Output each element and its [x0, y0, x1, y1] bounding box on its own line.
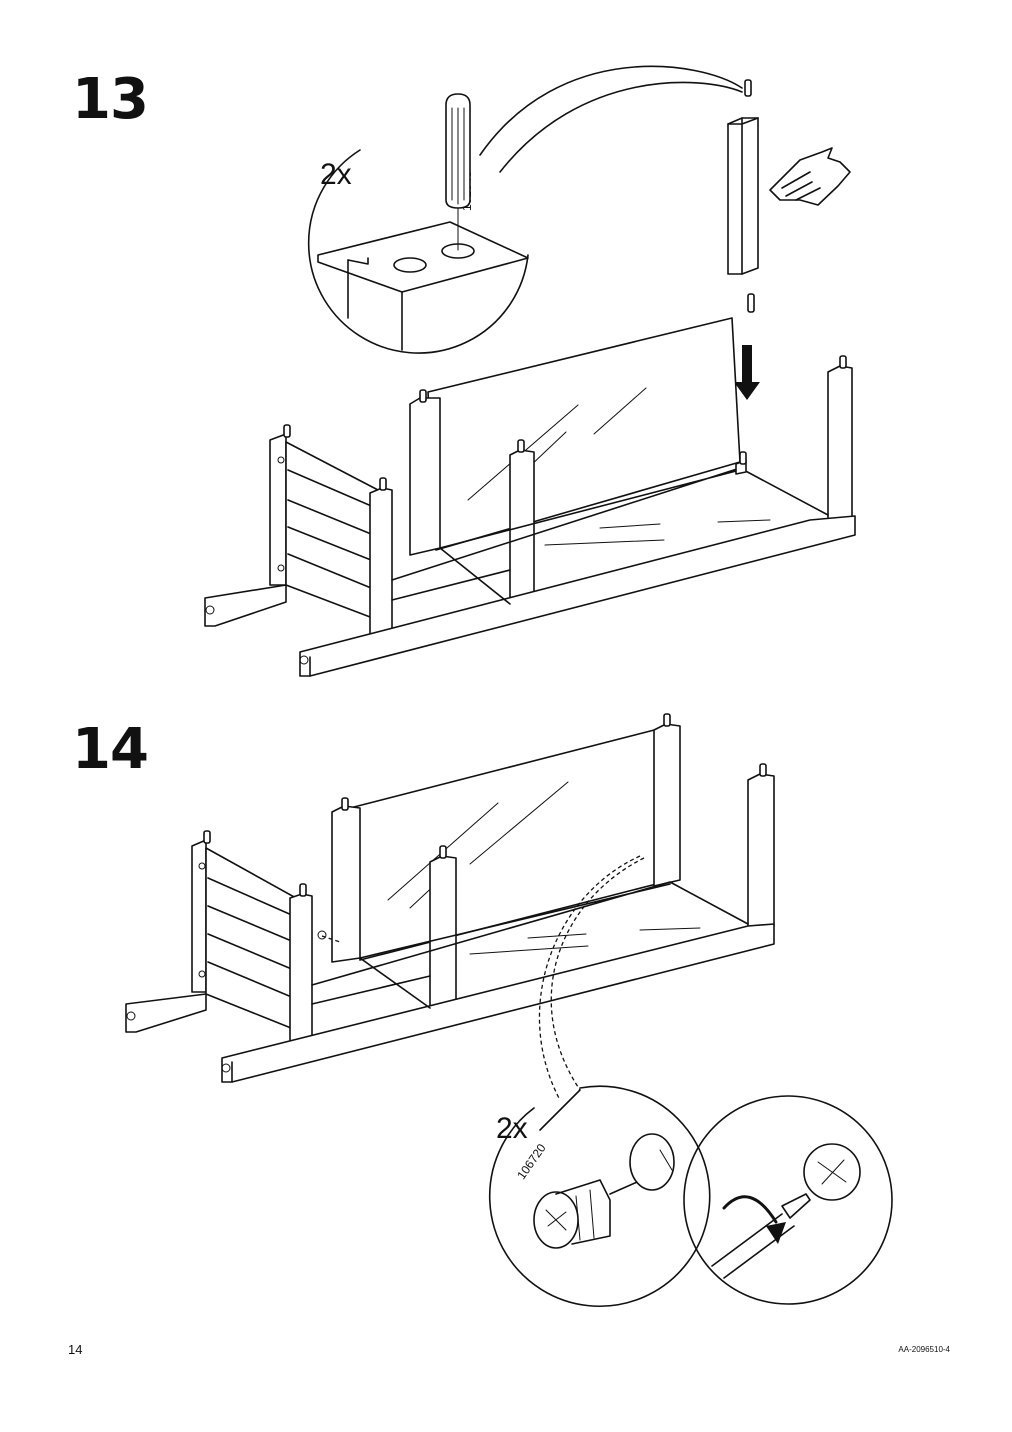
cam-lock-head-icon [803, 1143, 861, 1201]
rotate-clockwise-icon [722, 1195, 786, 1244]
cam-lock-icon [533, 1133, 675, 1249]
leg-post [727, 79, 759, 313]
page-number: 14 [68, 1342, 83, 1357]
screwdriver-icon [711, 1193, 811, 1279]
bench-frame-14 [125, 713, 775, 1083]
document-code: AA-2096510-4 [898, 1345, 950, 1354]
step-13-number: 13 [72, 67, 149, 132]
bench-frame-13 [204, 355, 856, 677]
down-arrow-icon [734, 345, 760, 400]
hand-press-icon [769, 147, 851, 206]
step-14-illustration [125, 713, 893, 1308]
dowel-detail-circle [307, 65, 743, 354]
step-13-illustration [204, 65, 856, 677]
dowel-icon [445, 93, 471, 251]
cam-lock-detail-circle [488, 1085, 711, 1308]
step-14-number: 14 [72, 717, 149, 782]
screwdriver-detail-circle [683, 1095, 893, 1305]
